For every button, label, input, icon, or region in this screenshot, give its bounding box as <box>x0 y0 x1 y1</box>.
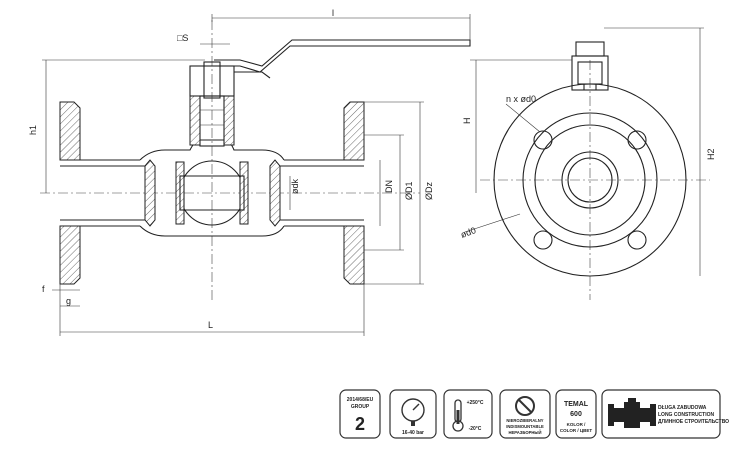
stem-housing <box>189 95 201 146</box>
dim-bolts: n x ød0 <box>506 94 536 104</box>
svg-text:2014/68/EU: 2014/68/EU <box>347 397 374 403</box>
dim-L: L <box>208 320 213 330</box>
dim-dk: ødk <box>290 178 300 194</box>
handle-lever <box>214 39 471 73</box>
badge-directive: 2014/68/EU GROUP 2 <box>339 389 381 439</box>
badge-color: TEMAL 600 KOLOR / COLOR / ЦВЕТ <box>555 389 597 439</box>
bolt-hole <box>627 230 647 250</box>
svg-text:TEMAL: TEMAL <box>564 401 589 408</box>
side-section-view: l □S h1 DN ØD1 ØDz ødk L f g <box>28 8 471 336</box>
bolt-hole <box>627 130 647 150</box>
dim-d1: ØD1 <box>404 181 414 200</box>
badge-temperature: +250°C -20°C <box>443 389 493 439</box>
dim-s: □S <box>177 33 188 43</box>
dim-f: f <box>42 284 45 294</box>
dim-h1: h1 <box>28 125 38 135</box>
svg-text:2: 2 <box>355 414 365 434</box>
badge-construction: DŁUGA ZABUDOWA LONG CONSTRUCTION ДЛИННОЕ… <box>601 389 729 439</box>
pipe-right <box>284 159 364 227</box>
indismountable-icon <box>515 396 535 416</box>
dim-g: g <box>66 296 71 306</box>
svg-text:-20°C: -20°C <box>469 426 482 432</box>
svg-text:INDISMOUNTABLE: INDISMOUNTABLE <box>506 424 544 429</box>
svg-text:НЕРАЗБОРНЫЙ: НЕРАЗБОРНЫЙ <box>508 430 541 435</box>
svg-text:COLOR / ЦВЕТ: COLOR / ЦВЕТ <box>560 428 593 433</box>
long-construction-icon <box>608 398 656 428</box>
svg-text:KOLOR /: KOLOR / <box>567 422 586 427</box>
svg-text:ДЛИННОЕ СТРОИТЕЛЬСТВО: ДЛИННОЕ СТРОИТЕЛЬСТВО <box>658 419 729 425</box>
pipe-left <box>60 159 140 227</box>
stem-top <box>575 41 605 57</box>
svg-text:16-40 bar: 16-40 bar <box>402 430 424 436</box>
front-view: H H2 n x ød0 ød0 <box>459 27 716 300</box>
dim-dn: DN <box>384 180 394 193</box>
svg-text:600: 600 <box>570 411 582 418</box>
dim-H: H <box>462 118 472 125</box>
badge-pressure: 16-40 bar <box>389 389 437 439</box>
valve-body <box>139 139 285 161</box>
right-flange <box>343 101 365 161</box>
bolt-hole <box>533 130 553 150</box>
svg-text:GROUP: GROUP <box>351 404 370 410</box>
badge-indismountable: NIEROZBIERALNY INDISMOUNTABLE НЕРАЗБОРНЫ… <box>499 389 551 439</box>
dim-H2: H2 <box>706 148 716 160</box>
svg-text:DŁUGA ZABUDOWA: DŁUGA ZABUDOWA <box>658 405 707 411</box>
svg-text:NIEROZBIERALNY: NIEROZBIERALNY <box>506 418 543 423</box>
svg-text:+250°C: +250°C <box>467 400 484 406</box>
dim-dz: ØDz <box>424 182 434 201</box>
svg-text:LONG CONSTRUCTION: LONG CONSTRUCTION <box>658 412 714 418</box>
dim-d0: ød0 <box>459 225 477 240</box>
bolt-hole <box>533 230 553 250</box>
left-flange <box>59 101 81 161</box>
dim-l: l <box>332 8 334 18</box>
